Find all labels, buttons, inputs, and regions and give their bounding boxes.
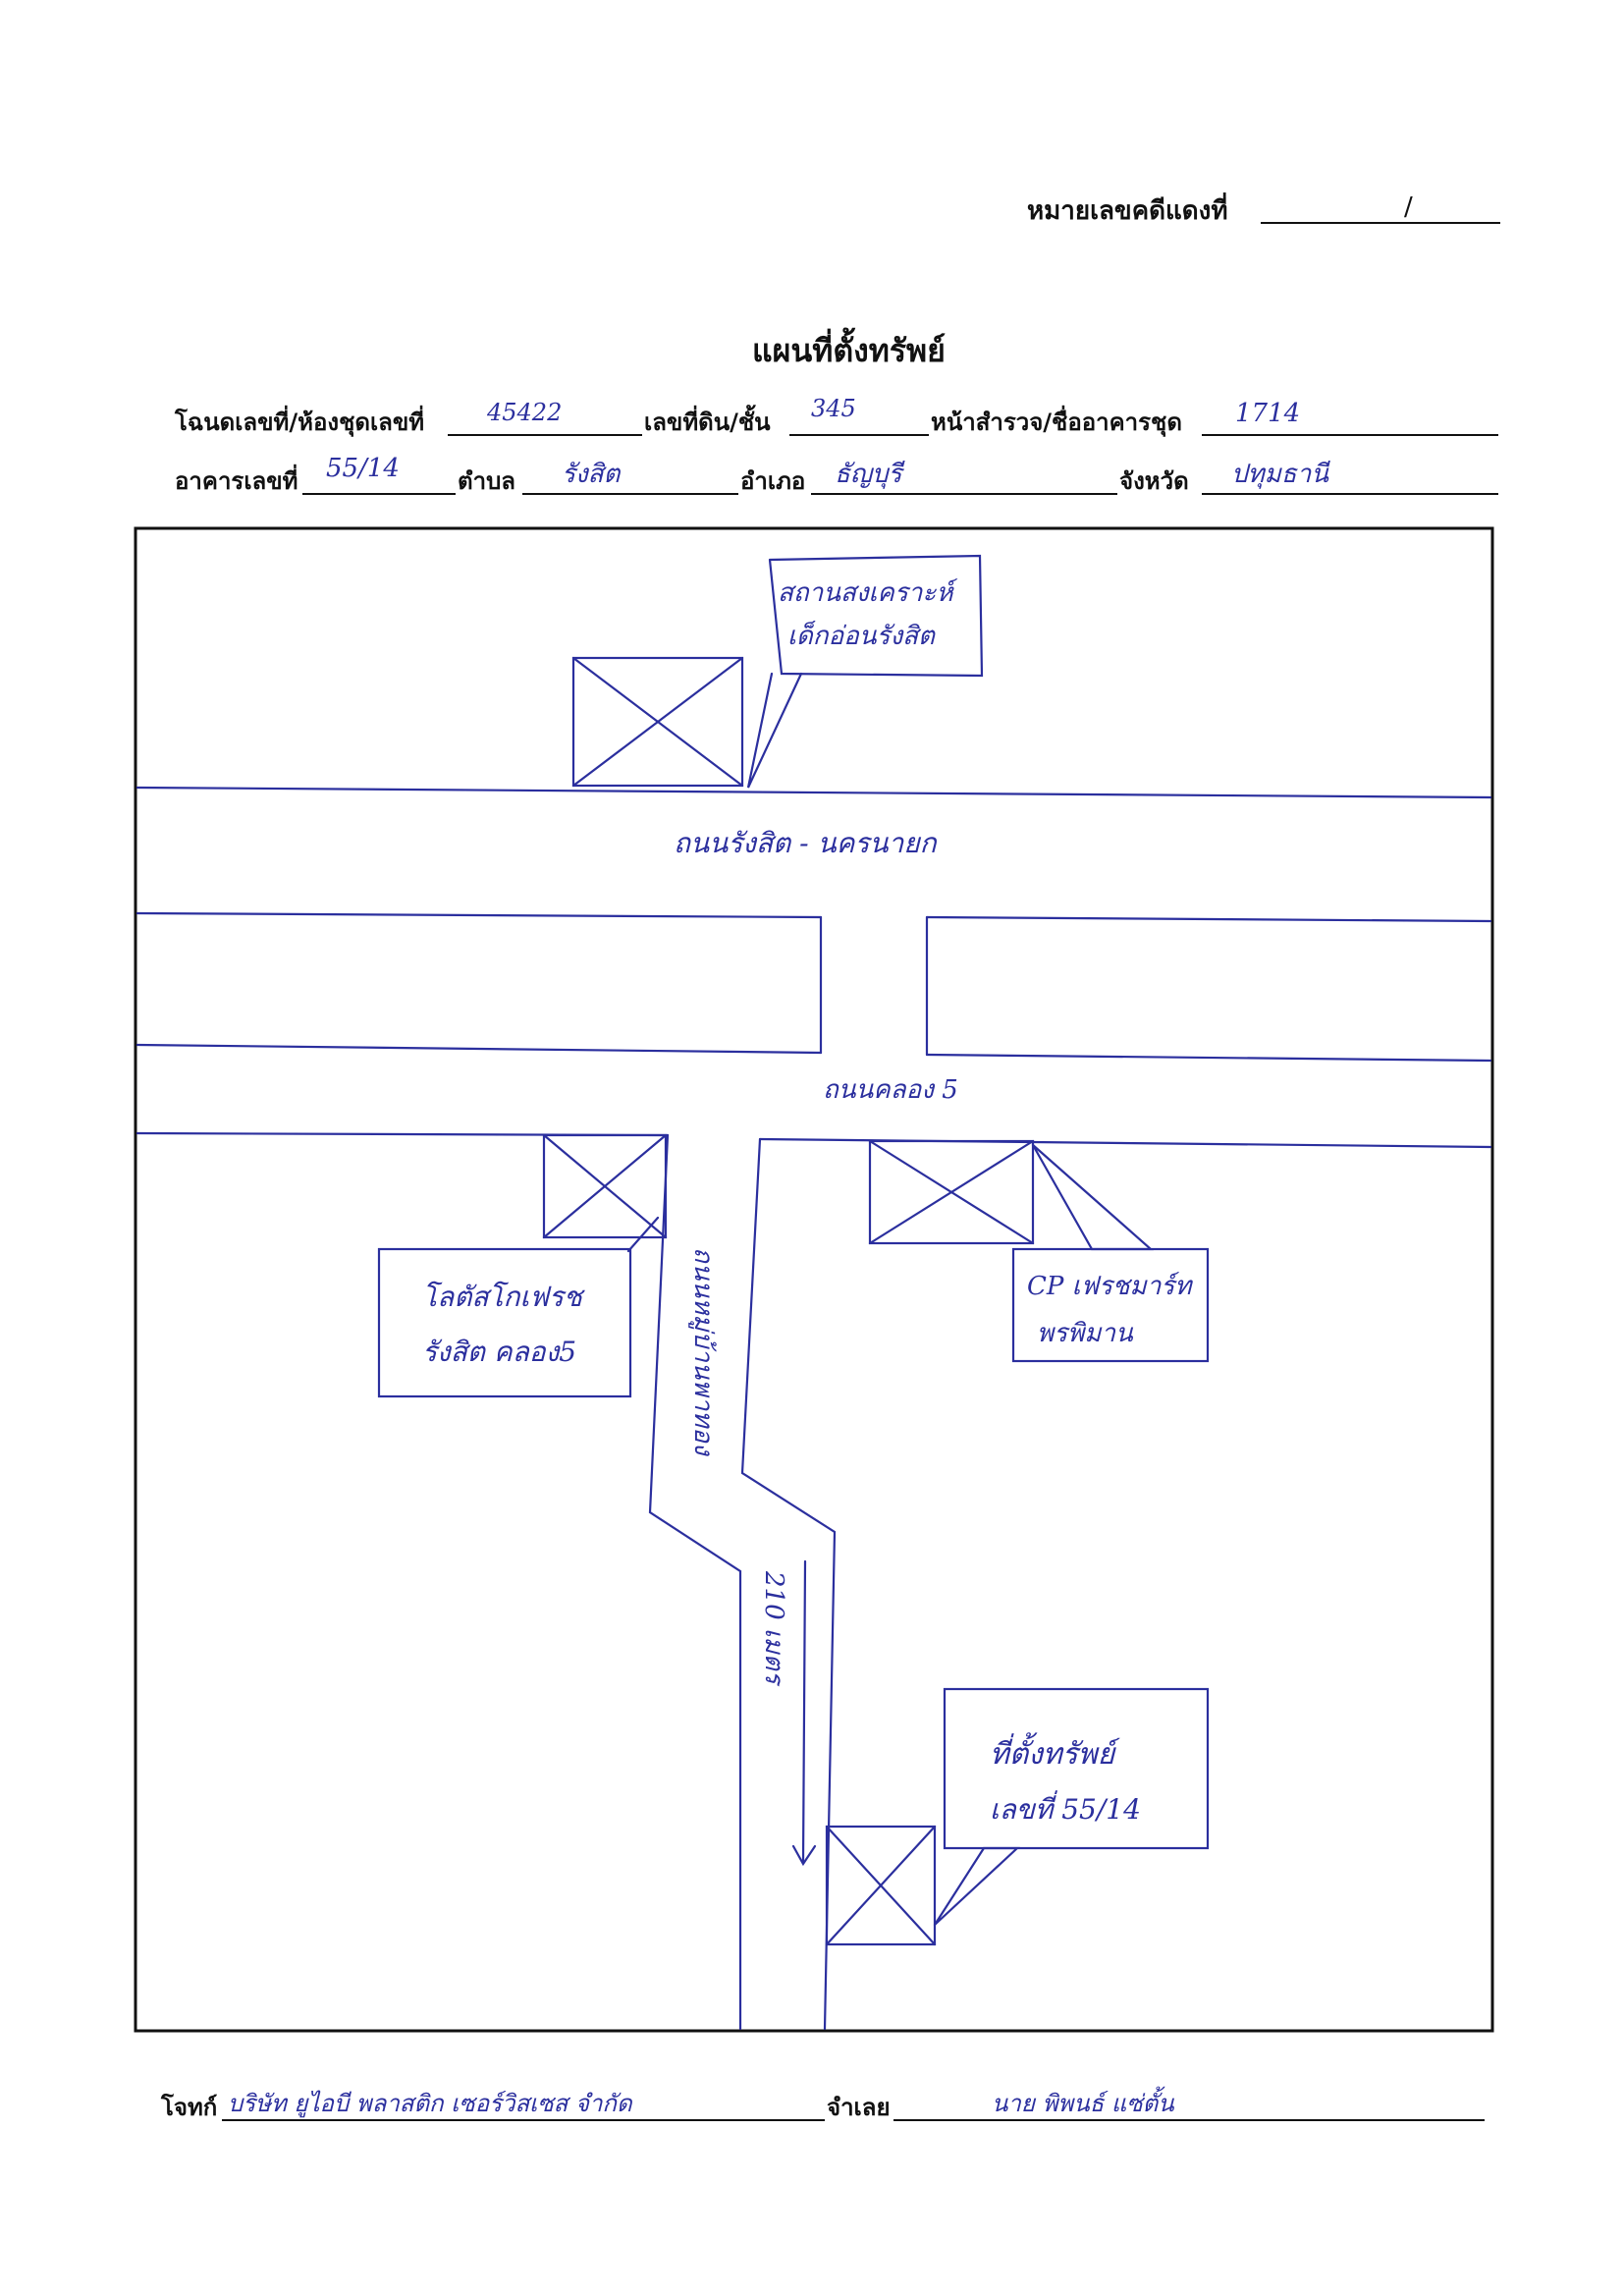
- survey-label: หน้าสำรวจ/ชื่ออาคารชุด: [931, 409, 1182, 436]
- district-line: [811, 493, 1117, 495]
- village-road-label: ถนนหมู่บ้านพาทอง: [688, 1247, 718, 1457]
- landmark-top-line2: เด็กอ่อนรังสิต: [787, 620, 936, 651]
- page-title: แผนที่ตั้งทรัพย์: [752, 332, 946, 369]
- property-callout: [943, 1687, 1210, 1850]
- map-frame: [134, 526, 1494, 2033]
- red-case-label: หมายเลขคดีแดงที่: [1027, 196, 1228, 226]
- top-landmark-callout: [768, 554, 984, 678]
- property-label-line2: เลขที่ 55/14: [990, 1790, 1141, 1826]
- klong5-edge-top-right: [925, 1053, 1492, 1063]
- deed-line: [448, 434, 642, 436]
- cp-building: [868, 1139, 1035, 1245]
- district-label: อำเภอ: [740, 467, 806, 495]
- klong5-edge-top-left: [135, 1043, 823, 1055]
- red-case-line: [1261, 222, 1500, 224]
- subdistrict-value: รังสิต: [562, 460, 621, 489]
- subdistrict-label: ตำบล: [458, 467, 516, 495]
- property-building: [825, 1825, 937, 1946]
- plaintiff-value: บริษัท ยูไอบี พลาสติก เซอร์วิสเซส จำกัด: [228, 2090, 632, 2117]
- lotus-building: [542, 1133, 668, 1239]
- top-building: [571, 656, 744, 788]
- lotus-label-line1: โลตัสโกเฟรช: [422, 1281, 585, 1313]
- survey-value: 1714: [1235, 399, 1301, 428]
- land-line: [789, 434, 929, 436]
- klong5-road-label: ถนนคลอง 5: [823, 1075, 958, 1105]
- defendant-line: [893, 2119, 1485, 2121]
- building-value: 55/14: [326, 454, 400, 483]
- land-label: เลขที่ดิน/ชั้น: [644, 409, 771, 436]
- landmark-top-line1: สถานสงเคราะห์: [778, 578, 957, 608]
- building-label: อาคารเลขที่: [175, 467, 298, 495]
- distance-arrow: [801, 1559, 807, 1864]
- land-value: 345: [811, 395, 856, 422]
- defendant-value: นาย พิพนธ์ แซ่ตั้น: [992, 2090, 1174, 2117]
- deed-label: โฉนดเลขที่/ห้องชุดเลขที่: [175, 409, 425, 436]
- cp-label-line2: พรพิมาน: [1037, 1319, 1134, 1348]
- village-road-edge-left: [648, 1133, 742, 2031]
- plaintiff-line: [222, 2119, 825, 2121]
- lotus-callout: [377, 1247, 632, 1398]
- red-case-separator: /: [1404, 192, 1413, 222]
- province-line: [1202, 493, 1498, 495]
- building-line: [302, 493, 456, 495]
- main-road-edge-top: [135, 786, 1492, 799]
- subdistrict-line: [522, 493, 738, 495]
- plaintiff-label: โจทก์: [161, 2094, 218, 2121]
- village-road-edge-right: [740, 1137, 837, 2031]
- survey-line: [1202, 434, 1498, 436]
- property-label-line1: ที่ตั้งทรัพย์: [990, 1732, 1120, 1772]
- main-road-edge-bottom-right: [925, 915, 1492, 923]
- main-road-edge-bottom-left: [135, 911, 823, 919]
- defendant-label: จำเลย: [827, 2094, 891, 2121]
- distance-label: 210 เมตร: [759, 1570, 788, 1687]
- main-road-label: ถนนรังสิต - นครนายก: [674, 827, 939, 859]
- province-label: จังหวัด: [1119, 467, 1189, 495]
- district-value: ธัญบุรี: [835, 460, 902, 489]
- province-value: ปทุมธานี: [1231, 460, 1329, 489]
- deed-value: 45422: [487, 399, 563, 426]
- cp-label-line1: CP เฟรชมาร์ท: [1027, 1272, 1193, 1301]
- lotus-label-line2: รังสิต คลอง5: [422, 1336, 576, 1368]
